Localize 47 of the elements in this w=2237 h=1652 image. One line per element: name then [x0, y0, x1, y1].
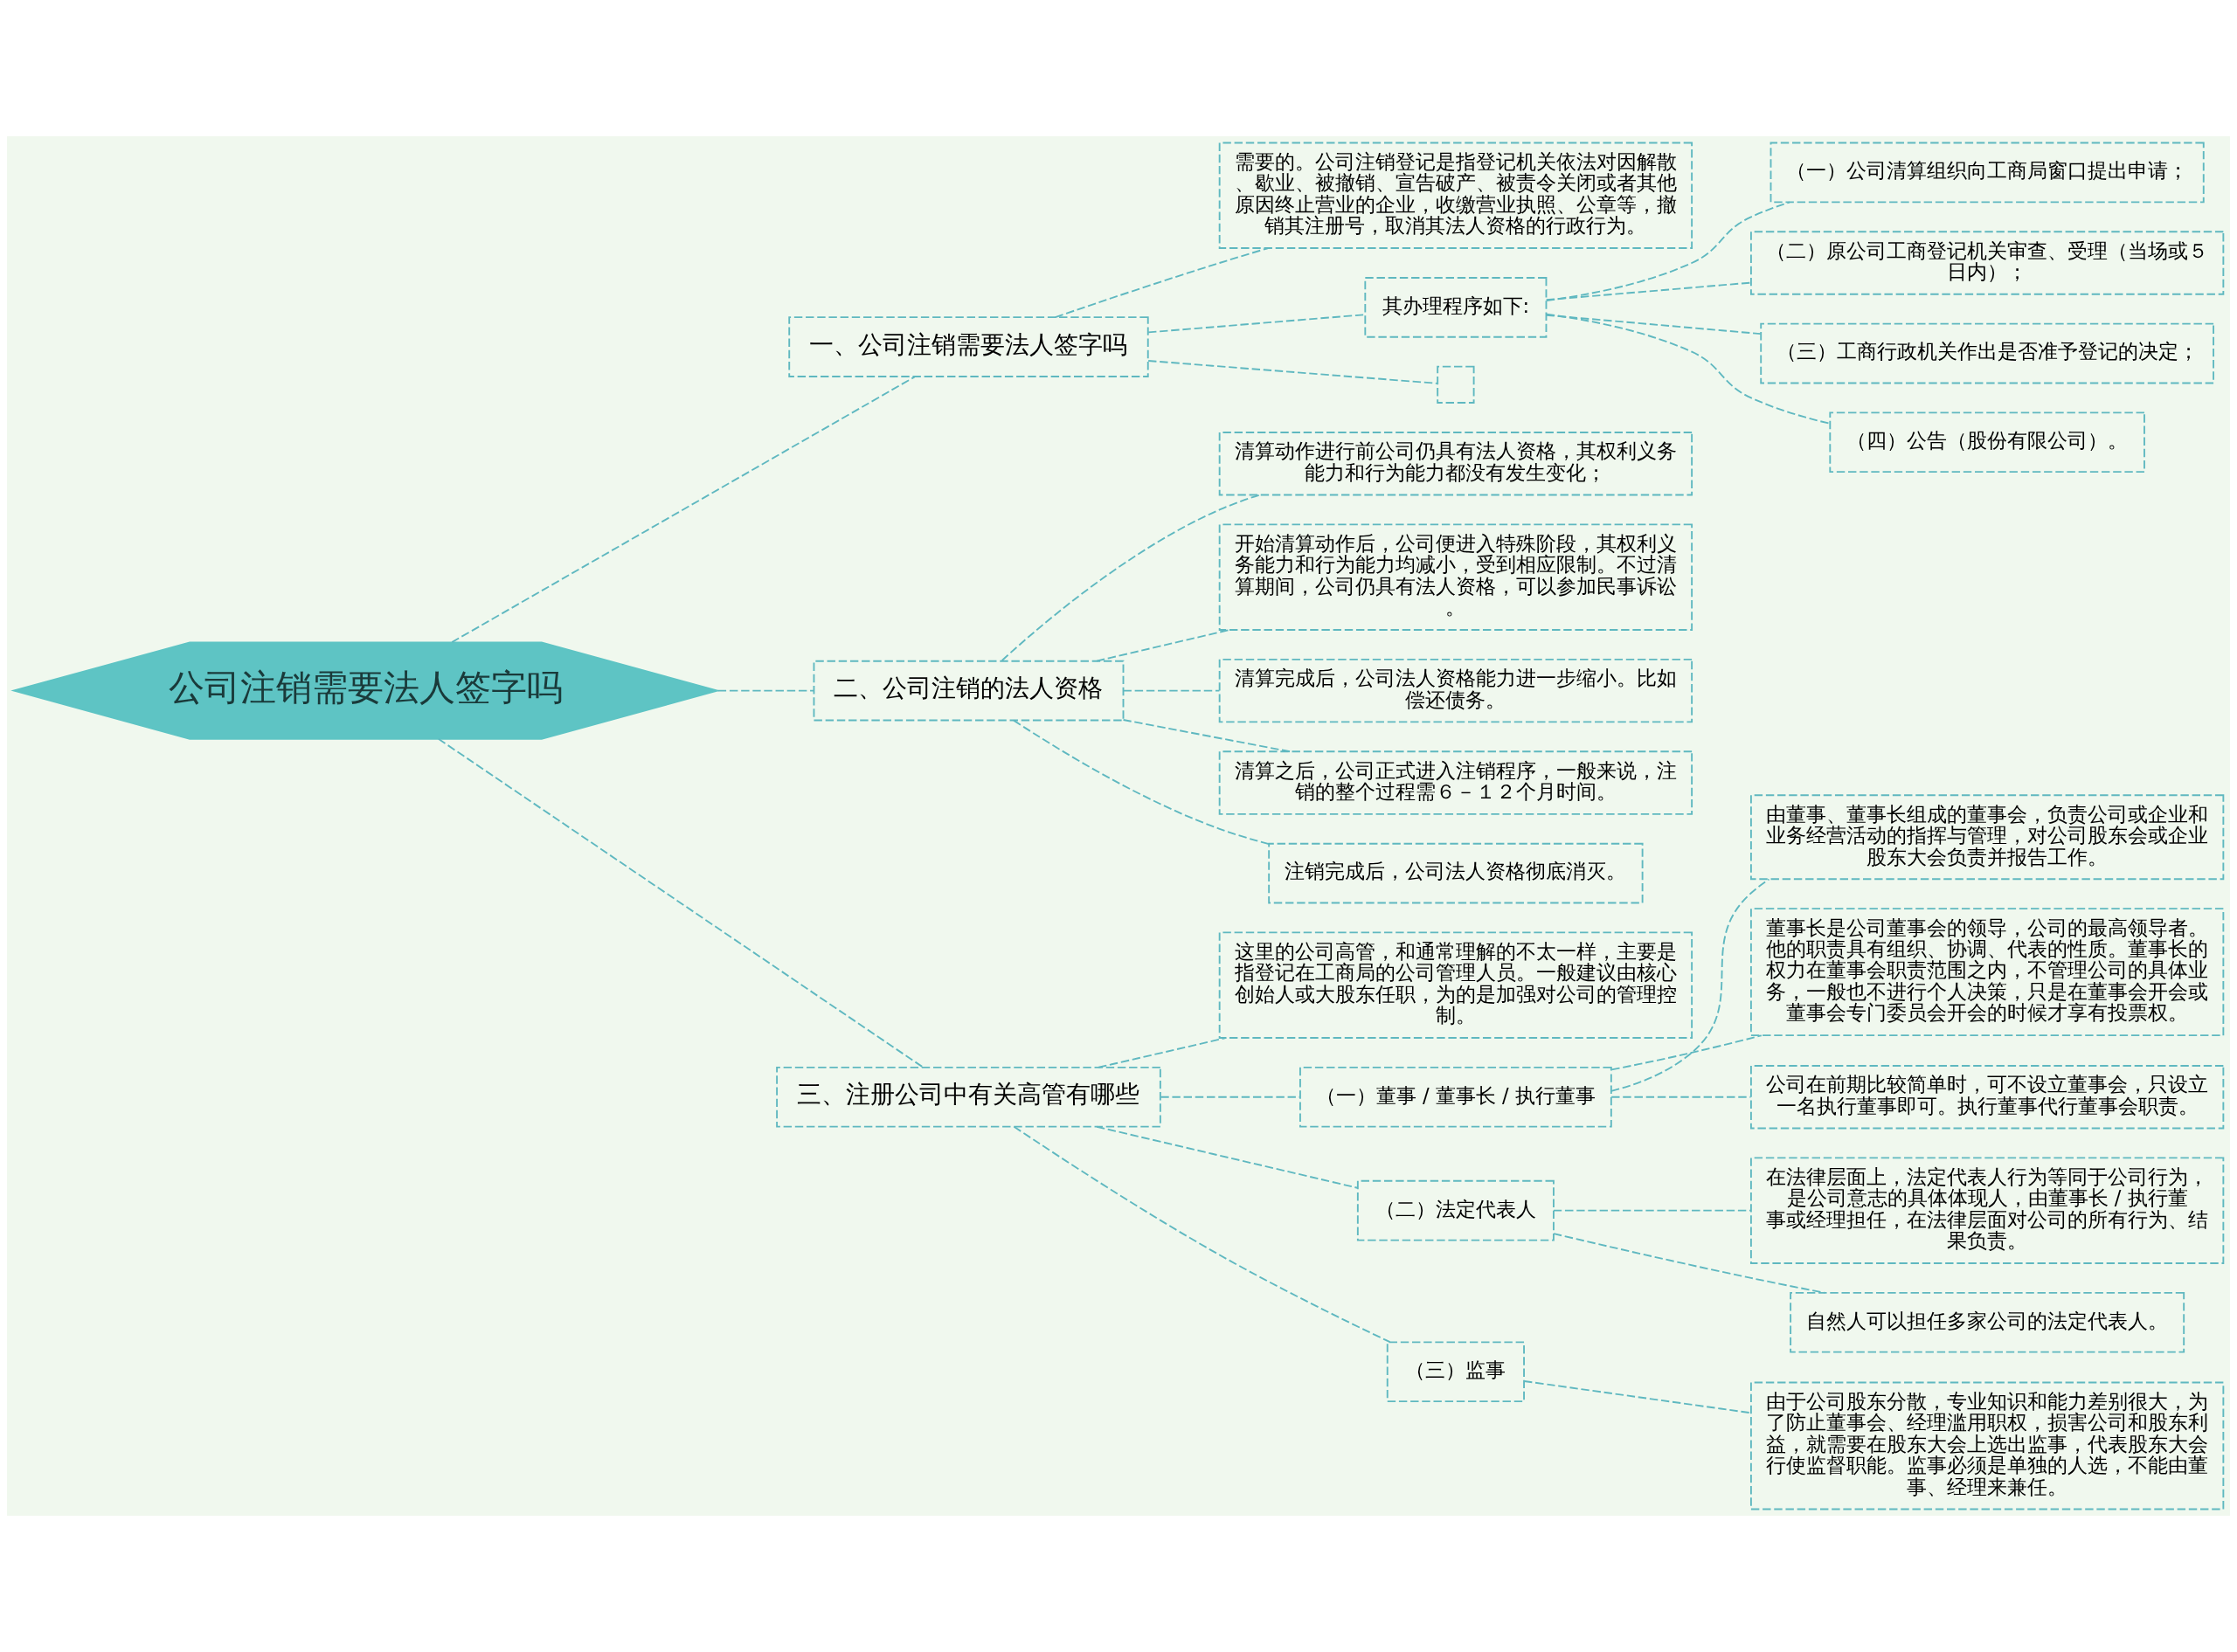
node-box: （三）工商行政机关作出是否准予登记的决定；: [1760, 322, 2214, 384]
node-box: 这里的公司高管，和通常理解的不太一样，主要是指登记在工商局的公司管理人员。一般建议由核心创始人或大股东任职，为的是加强对公司的管理控制。: [1218, 931, 1693, 1039]
connector: [1096, 1125, 1359, 1189]
node-box: 自然人可以担任多家公司的法定代表人。: [1790, 1291, 2185, 1353]
connector: [1013, 719, 1270, 846]
connector: [1610, 1034, 1763, 1071]
connector: [1523, 1380, 1752, 1414]
node-box: （二）法定代表人: [1356, 1179, 1555, 1241]
connector: [1098, 1037, 1228, 1068]
node-box: 清算之后，公司正式进入注销程序，一般来说，注销的整个过程需６－１２个月时间。: [1218, 750, 1693, 815]
connector: [1610, 878, 1770, 1092]
connector: [1147, 360, 1438, 384]
node-box: 需要的。公司注销登记是指登记机关依法对因解散、歇业、被撤销、宣告破产、被责令关闭或者其他原因终止营业的企业，收缴营业执照、公章等，撤销其注册号，取消其法人资格的行政行为。: [1218, 142, 1693, 249]
connector: [1122, 719, 1292, 753]
connector: [1546, 313, 1831, 425]
node-box: （四）公告（股份有限公司）。: [1829, 411, 2145, 473]
node-box: 三、注册公司中有关高管有哪些: [776, 1066, 1161, 1128]
connector: [1096, 629, 1230, 662]
connector: [1013, 1125, 1391, 1344]
node-box: （一）董事 / 董事长 / 执行董事: [1299, 1066, 1612, 1128]
connector: [1553, 1209, 1752, 1212]
connector: [451, 376, 916, 643]
node-box: （一）公司清算组织向工商局窗口提出申请；: [1770, 142, 2205, 204]
node-box: 开始清算动作后，公司便进入特殊阶段，其权利义务能力和行为能力均减小，受到相应限制。不过清算期间，公司仍具有法人资格，可以参加民事诉讼。: [1218, 523, 1693, 631]
node-box: （二）原公司工商登记机关审查、受理（当场或５日内）；: [1749, 231, 2225, 295]
node-box: 一、公司注销需要法人签字吗: [788, 316, 1149, 377]
connector: [1545, 281, 1752, 301]
connector: [1610, 1096, 1752, 1098]
node-box: 清算完成后，公司法人资格能力进一步缩小。比如偿还债务。: [1218, 658, 1693, 723]
node-box: 由董事、董事长组成的董事会，负责公司或企业和业务经营活动的指挥与管理，对公司股东会或企业股东大会负责并报告工作。: [1749, 794, 2225, 881]
node-box: 由于公司股东分散，专业知识和能力差别很大，为了防止董事会、经理滥用职权，损害公司和股东利益，就需要在股东大会上选出监事，代表股东大会行使监督职能。监事必须是单独的人选，不能由董事、经理来兼任。: [1749, 1381, 2225, 1510]
node-box: 二、公司注销的法人资格: [813, 660, 1125, 722]
node-box: 其办理程序如下:: [1364, 277, 1548, 338]
connector: [1546, 201, 1790, 301]
connector: [437, 737, 925, 1068]
node-box: 注销完成后，公司法人资格彻底消灭。: [1268, 842, 1644, 904]
connector: [1122, 689, 1221, 692]
node-box: 公司在前期比较简单时，可不设立董事会，只设立一名执行董事即可。执行董事代行董事会职责。: [1749, 1065, 2225, 1130]
connector: [1054, 247, 1269, 318]
node-box: 董事长是公司董事会的领导，公司的最高领导者。他的职责具有组织、协调、代表的性质。董事长的权力在董事会职责范围之内，不管理公司的具体业务，一般也不进行个人决策，只是在董事会开会或董事会专门委员会开会的时候才享有投票权。: [1749, 908, 2225, 1037]
connector: [1553, 1233, 1825, 1294]
node-box: [1437, 365, 1475, 404]
connector: [717, 689, 814, 692]
connector: [1545, 314, 1762, 335]
node-box: 在法律层面上，法定代表人行为等同于公司行为，是公司意志的具体体现人，由董事长 / 执行董事或经理担任，在法律层面对公司的所有行为、结果负责。: [1749, 1157, 2225, 1264]
node-box: 清算动作进行前公司仍具有法人资格，其权利义务能力和行为能力都没有发生变化；: [1218, 432, 1693, 496]
node-box: （三）监事: [1386, 1341, 1525, 1403]
